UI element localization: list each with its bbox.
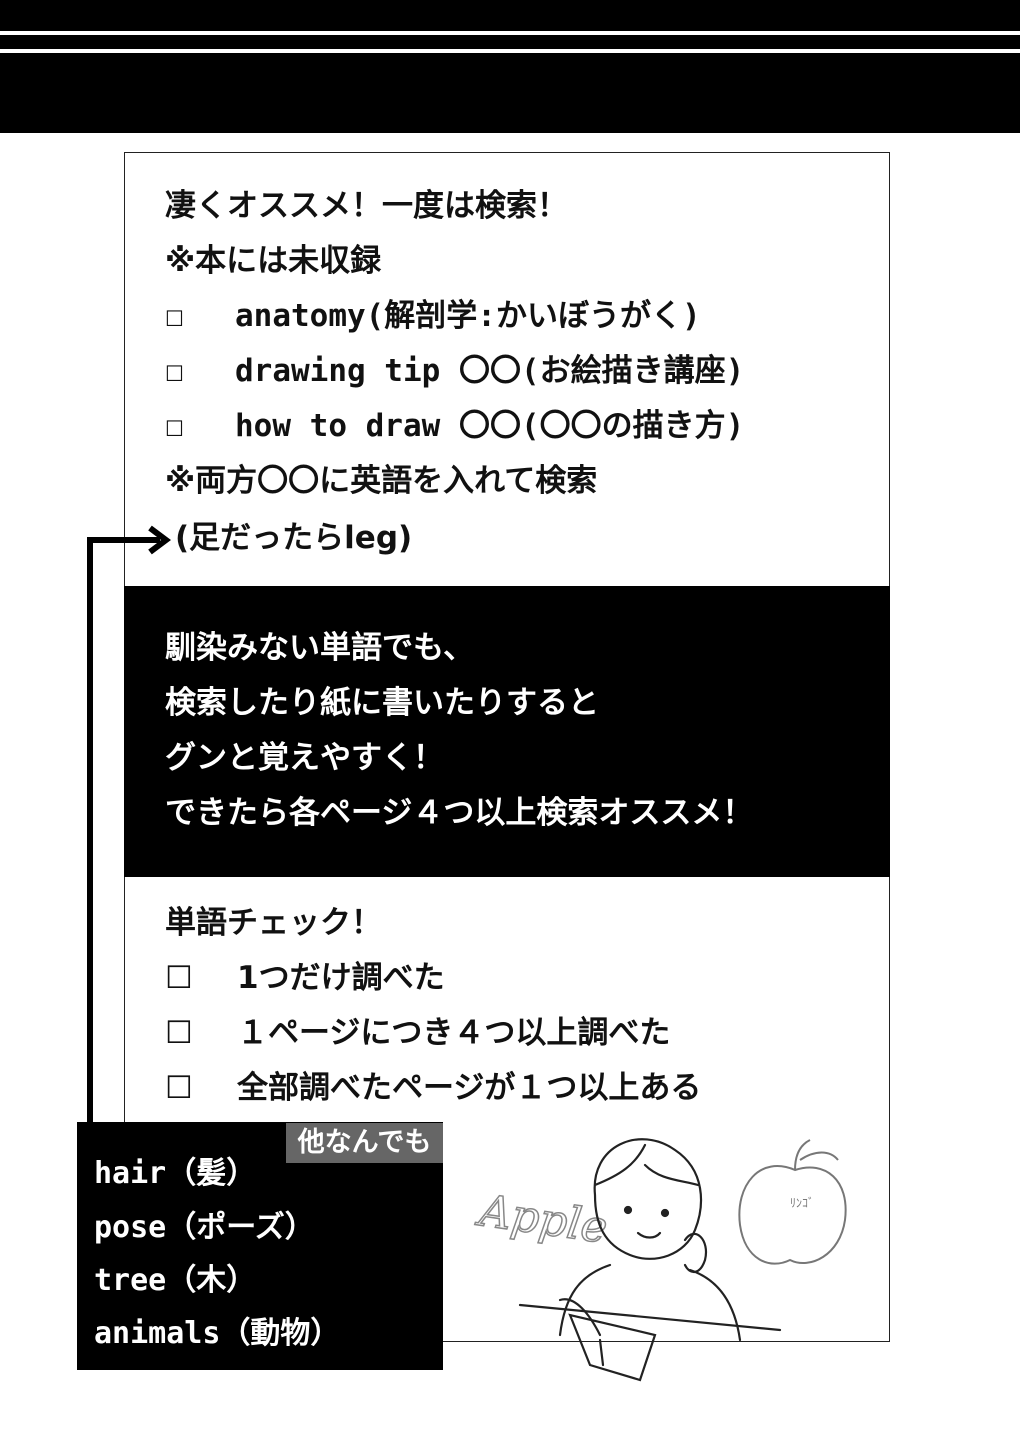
checklist-label: anatomy(解剖学:かいぼうがく) — [235, 298, 701, 334]
apple-label: ﾘﾝｺﾞ — [790, 1196, 814, 1210]
checklist-item[interactable]: ☐ drawing tip 〇〇(お絵描き講座) — [165, 351, 744, 391]
header-bar-main — [0, 53, 1020, 133]
example-word: hair（髪） — [94, 1156, 257, 1191]
example-word: pose（ポーズ） — [94, 1210, 315, 1245]
checklist-item[interactable]: ☐ １ページにつき４つ以上調べた — [165, 1013, 670, 1053]
checkbox[interactable]: ☐ — [165, 960, 193, 996]
checklist-label: how to draw 〇〇(〇〇の描き方) — [235, 408, 745, 444]
checklist-item[interactable]: ☐ 全部調べたページが１つ以上ある — [165, 1068, 701, 1108]
checklist-label: 全部調べたページが１つ以上ある — [237, 1070, 702, 1106]
checklist-label: １ページにつき４つ以上調べた — [237, 1015, 671, 1051]
checklist-item[interactable]: ☐ how to draw 〇〇(〇〇の描き方) — [165, 406, 744, 446]
checkbox[interactable]: ☐ — [165, 1070, 193, 1106]
note-text: ※本には未収録 — [165, 243, 382, 279]
checkbox[interactable]: ☐ — [165, 298, 184, 334]
checklist-item[interactable]: ☐ anatomy(解剖学:かいぼうがく) — [165, 296, 701, 336]
boy-drawing-illustration: Apple ﾘﾝｺﾞ — [472, 1138, 847, 1382]
checkbox[interactable]: ☐ — [165, 408, 184, 444]
checklist-label: 1つだけ調べた — [237, 960, 445, 996]
checklist-label: drawing tip 〇〇(お絵描き講座) — [235, 353, 745, 389]
band-line: 馴染みない単語でも、 — [165, 630, 475, 666]
band-line: グンと覚えやすく！ — [165, 740, 444, 776]
example-word: animals（動物） — [94, 1316, 341, 1351]
header-bar-middle — [0, 35, 1020, 49]
examples-box: 他なんでも hair（髪） pose（ポーズ） tree（木） animals（… — [77, 1122, 443, 1370]
tip-band: 馴染みない単語でも、 検索したり紙に書いたりすると グンと覚えやすく！ できたら… — [124, 586, 890, 877]
checkbox[interactable]: ☐ — [165, 1015, 193, 1051]
example-word: tree（木） — [94, 1263, 257, 1298]
band-line: できたら各ページ４つ以上検索オススメ！ — [165, 795, 754, 831]
section-heading: 単語チェック！ — [165, 905, 382, 941]
checkbox[interactable]: ☐ — [165, 353, 184, 389]
checklist-item[interactable]: ☐ 1つだけ調べた — [165, 958, 445, 998]
hint-text: ※両方〇〇に英語を入れて検索 — [165, 463, 598, 499]
header-bar-top — [0, 0, 1020, 31]
band-line: 検索したり紙に書いたりすると — [165, 685, 599, 721]
section-heading: 凄くオススメ！一度は検索！ — [165, 188, 568, 224]
example-text: (足だったらleg) — [175, 520, 413, 556]
other-anything-tag: 他なんでも — [286, 1123, 443, 1163]
apple-caption: Apple — [473, 1185, 611, 1254]
